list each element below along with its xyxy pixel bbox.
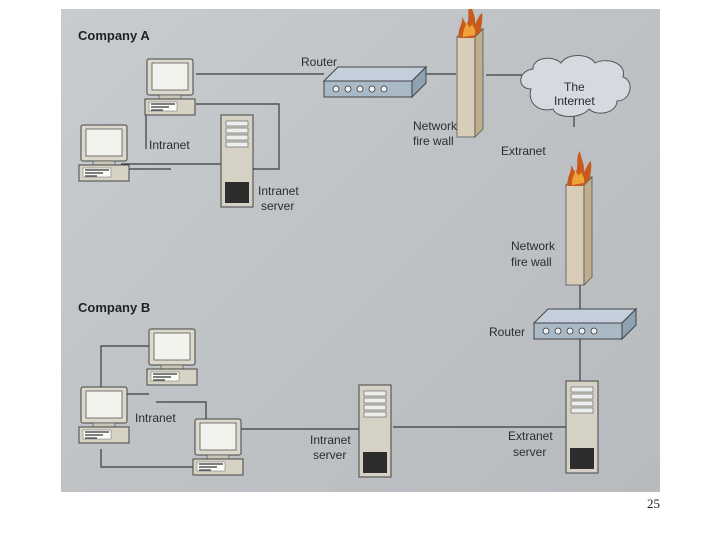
page-number: 25 xyxy=(647,496,660,511)
company-b-intranet-label: Intranet xyxy=(135,411,176,425)
company-a-firewall-label-2: fire wall xyxy=(413,134,454,148)
internet-label-1: The xyxy=(564,80,585,94)
company-a-intranet-label: Intranet xyxy=(149,138,190,152)
company-b-extranet-server xyxy=(565,380,599,474)
company-b-workstation-bottom xyxy=(192,418,244,476)
company-b-router-label: Router xyxy=(489,325,525,339)
company-b-intranet-server-label-2: server xyxy=(313,448,346,462)
network-diagram: Company A Intranet Intranet server Route… xyxy=(78,9,637,478)
company-a-workstation-top xyxy=(144,58,196,116)
company-a-firewall xyxy=(456,9,484,138)
network-diagram-photo: Company A Intranet Intranet server Route… xyxy=(61,9,660,492)
company-b-intranet-server xyxy=(358,384,392,478)
internet-cloud xyxy=(520,55,631,117)
company-a-intranet-server-label-2: server xyxy=(261,199,294,213)
company-b-intranet-server-label-1: Intranet xyxy=(310,433,351,447)
company-b-workstation-left xyxy=(78,386,130,444)
company-b-router xyxy=(533,308,637,340)
connection-lines xyxy=(100,73,581,468)
company-b-firewall xyxy=(565,150,593,286)
company-b-firewall-label-2: fire wall xyxy=(511,255,552,269)
company-a-firewall-label-1: Network xyxy=(413,119,458,133)
company-a-router xyxy=(323,66,427,98)
company-a-workstation-left xyxy=(78,124,130,182)
company-a-intranet-server xyxy=(220,114,254,208)
extranet-label: Extranet xyxy=(501,144,546,158)
company-a-router-label: Router xyxy=(301,55,337,69)
company-b-extranet-server-label-1: Extranet xyxy=(508,429,553,443)
company-b-workstation-top xyxy=(146,328,198,386)
company-b-extranet-server-label-2: server xyxy=(513,445,546,459)
company-a-intranet-server-label-1: Intranet xyxy=(258,184,299,198)
company-b-firewall-label-1: Network xyxy=(511,239,556,253)
company-a-title: Company A xyxy=(78,28,150,43)
company-b-title: Company B xyxy=(78,300,150,315)
internet-label-2: Internet xyxy=(554,94,595,108)
